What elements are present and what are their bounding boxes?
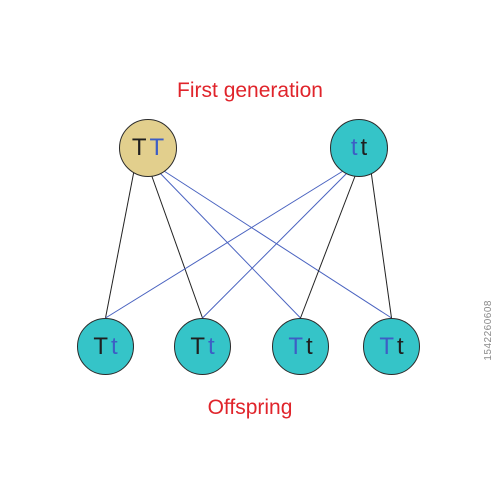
- link-parent-2-offspring-2: [202, 170, 350, 319]
- allele-b: t: [397, 332, 404, 360]
- link-parent-1-offspring-2: [149, 170, 203, 319]
- link-parent-2-offspring-4: [370, 170, 392, 319]
- allele-b: t: [111, 332, 118, 360]
- title-first-generation: First generation: [177, 79, 323, 102]
- allele-a: T: [379, 332, 394, 360]
- link-parent-2-offspring-3: [300, 170, 358, 319]
- allele-b: t: [360, 134, 368, 161]
- allele-a: t: [350, 134, 358, 161]
- link-parent-1-offspring-3: [157, 170, 301, 319]
- allele-a: T: [131, 134, 147, 161]
- watermark-id: 1542260608: [483, 300, 494, 361]
- label-offspring: Offspring: [207, 396, 293, 419]
- allele-a: T: [190, 332, 205, 360]
- allele-b: T: [149, 134, 165, 161]
- allele-b: t: [208, 332, 215, 360]
- link-parent-1-offspring-4: [163, 170, 392, 319]
- link-parent-1-offspring-1: [105, 170, 135, 319]
- allele-a: T: [93, 332, 108, 360]
- allele-b: t: [306, 332, 313, 360]
- allele-a: T: [288, 332, 303, 360]
- link-parent-2-offspring-1: [105, 170, 344, 319]
